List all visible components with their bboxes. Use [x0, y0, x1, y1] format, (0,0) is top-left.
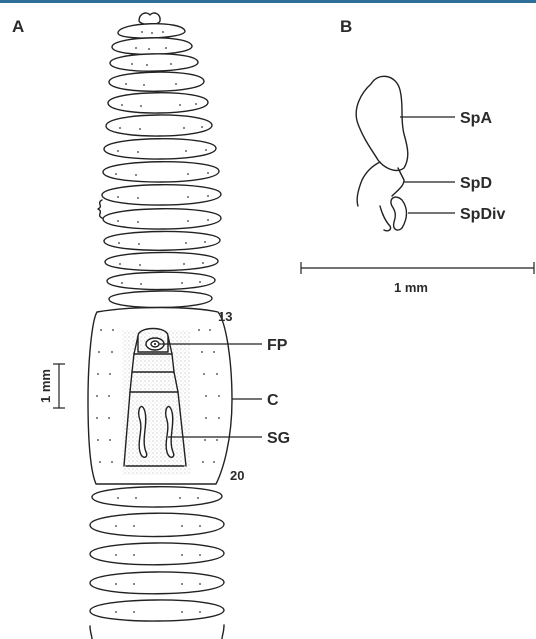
segment: [105, 252, 218, 270]
segment: [109, 72, 204, 91]
panel-label-b: B: [340, 17, 352, 36]
segment-label-13: 13: [218, 309, 232, 324]
scale-label-a: 1 mm: [38, 369, 53, 403]
segment: [118, 24, 185, 38]
segment: [90, 600, 224, 621]
panel-label-a: A: [12, 17, 24, 36]
spermathecal-ampulla: [356, 76, 408, 170]
segment: [102, 185, 221, 205]
segment: [90, 572, 224, 594]
scale-bar-a: 1 mm: [38, 364, 65, 408]
scale-bar-b: 1 mm: [301, 262, 534, 295]
segment: [110, 54, 198, 71]
segment: [106, 115, 212, 136]
segment: [103, 162, 219, 182]
segment: [107, 272, 215, 289]
callout-spdiv: SpDiv: [460, 206, 505, 223]
spermatheca: [356, 76, 408, 230]
callout-spa: SpA: [460, 110, 492, 127]
segment: [104, 231, 220, 250]
scale-label-b: 1 mm: [394, 280, 428, 295]
callout-spd: SpD: [460, 175, 492, 192]
segment: [92, 487, 222, 507]
segment: [90, 543, 224, 565]
callout-sg: SG: [267, 430, 290, 447]
spermathecal-diverticulum: [391, 197, 407, 230]
spermathecal-duct: [357, 162, 380, 206]
segment-label-20: 20: [230, 468, 244, 483]
callout-c: C: [267, 392, 279, 409]
segment: [109, 291, 212, 308]
segment: [103, 209, 221, 229]
segment: [90, 513, 224, 536]
worm-posterior: [90, 487, 224, 639]
segment: [104, 139, 216, 159]
callout-fp: FP: [267, 337, 288, 354]
segment: [112, 38, 192, 55]
segment: [108, 93, 208, 113]
